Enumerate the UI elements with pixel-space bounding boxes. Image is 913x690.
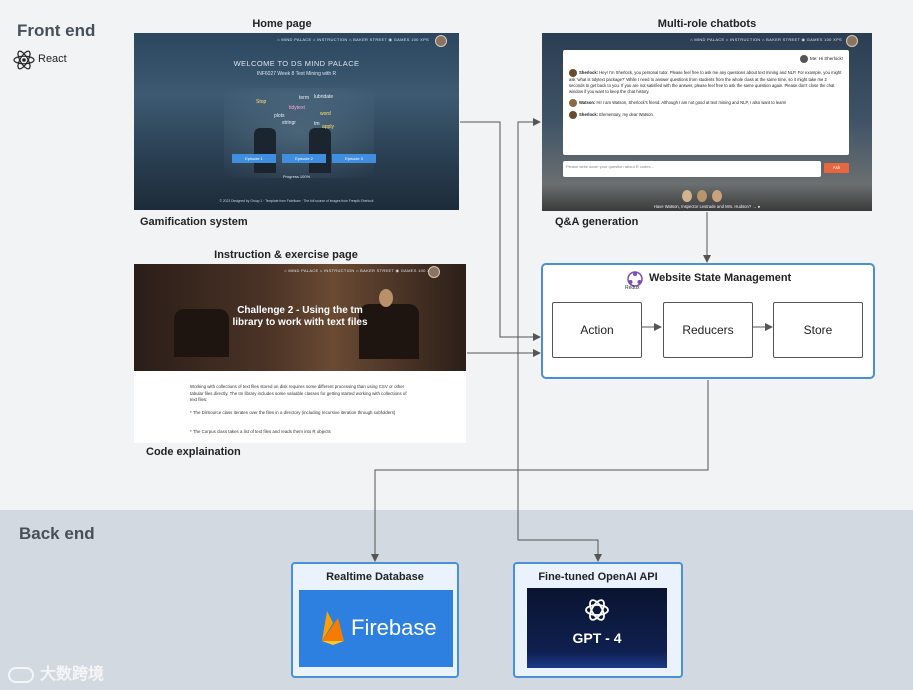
- instruction-paragraph: Working with collections of text files s…: [190, 384, 407, 403]
- word-cloud-item: tm: [314, 121, 320, 127]
- react-label: React: [38, 53, 67, 65]
- front-end-title: Front end: [17, 21, 96, 40]
- chat-question-input[interactable]: Please write down your question about R …: [563, 161, 821, 177]
- reducers-node: Reducers: [663, 302, 753, 358]
- openai-icon: [583, 596, 611, 624]
- character-portrait: [697, 190, 707, 202]
- home-page-screenshot: ⌂ MIND PALACE ⌂ INSTRUCTION ⌂ BAKER STRE…: [134, 33, 459, 210]
- arrow-icon: [517, 118, 599, 561]
- firebase-icon: [320, 609, 346, 645]
- word-cloud-item: tidytext: [289, 105, 305, 111]
- qa-generation-label: Q&A generation: [555, 216, 639, 228]
- back-end-title: Back end: [19, 524, 95, 543]
- home-welcome: WELCOME TO DS MIND PALACE: [233, 59, 360, 68]
- arrow-icon: [460, 121, 541, 341]
- openai-api-title: Fine-tuned OpenAI API: [538, 571, 658, 583]
- state-management-panel: Redux Website State Management Action Re…: [541, 263, 875, 379]
- character-portrait: [682, 190, 692, 202]
- watermark-logo-icon: [8, 666, 34, 683]
- episode-1-button[interactable]: Episode 1: [232, 154, 276, 163]
- watermark: 大数跨境: [8, 660, 104, 684]
- challenge-title: Challenge 2 - Using the tm library to wo…: [232, 305, 368, 328]
- word-cloud-item: stringr: [282, 120, 296, 126]
- sherlock-avatar: [569, 111, 577, 119]
- ask-button[interactable]: Ask: [824, 163, 849, 173]
- instruction-bullet: * The DirSource class iterates over the …: [190, 410, 396, 415]
- gamification-label: Gamification system: [140, 216, 248, 228]
- home-page-caption: Home page: [252, 18, 312, 30]
- firebase-logo: Firebase: [299, 590, 453, 667]
- chat-window[interactable]: Me: Hi Sherlock! Sherlock: Hey! I'm Sher…: [563, 50, 849, 155]
- realtime-database-box: Realtime Database Firebase: [291, 562, 459, 678]
- instruction-page-caption: Instruction & exercise page: [214, 249, 358, 261]
- instruction-avatar[interactable]: [428, 266, 440, 278]
- home-footer: © 2023 Designed by Group 1 · Template fr…: [219, 199, 374, 203]
- home-subtitle: INF6027 Week 8 Text Mining with R: [256, 71, 337, 77]
- instruction-bullet: * The Corpus class takes a list of text …: [190, 429, 331, 434]
- gpt4-logo: GPT - 4: [527, 588, 667, 668]
- redux-icon: [625, 269, 645, 289]
- chat-me-message: Me: Hi Sherlock!: [569, 55, 843, 63]
- word-cloud-item: word: [320, 111, 331, 117]
- me-avatar: [799, 55, 808, 63]
- word-cloud-item: plots: [274, 113, 285, 119]
- chat-watson-message: Watson: Hi! I am Watson, Sherlock's frie…: [569, 99, 843, 107]
- sherlock-avatar: [569, 69, 577, 77]
- word-cloud-item: term: [299, 95, 309, 101]
- redux-label: Redux: [625, 285, 640, 291]
- code-explanation-label: Code explaination: [146, 446, 241, 458]
- home-avatar[interactable]: [435, 35, 447, 47]
- gpt4-wordmark: GPT - 4: [572, 630, 622, 646]
- instruction-hero: [134, 264, 466, 371]
- instruction-page-screenshot: ⌂ MIND PALACE ⌂ INSTRUCTION ⌂ BAKER STRE…: [134, 264, 466, 443]
- firebase-wordmark: Firebase: [351, 615, 437, 640]
- episode-2-button[interactable]: Episode 2: [282, 154, 326, 163]
- instruction-nav[interactable]: ⌂ MIND PALACE ⌂ INSTRUCTION ⌂ BAKER STRE…: [284, 268, 436, 273]
- chatbots-screenshot: ⌂ MIND PALACE ⌂ INSTRUCTION ⌂ BAKER STRE…: [542, 33, 872, 211]
- react-icon: [13, 50, 37, 70]
- character-portrait: [712, 190, 722, 202]
- word-cloud-item: apply: [322, 124, 334, 130]
- episode-3-button[interactable]: Episode 3: [332, 154, 376, 163]
- chat-sherlock-reply: Sherlock: Elementary, my dear Watson.: [569, 111, 843, 119]
- chat-footer: Have Watson, Inspector Lestrade and Mrs.…: [653, 204, 761, 209]
- watson-avatar: [569, 99, 577, 107]
- chat-sherlock-message: Sherlock: Hey! I'm Sherlock, you persona…: [569, 69, 842, 94]
- chat-nav[interactable]: ⌂ MIND PALACE ⌂ INSTRUCTION ⌂ BAKER STRE…: [690, 37, 842, 42]
- arrow-icon: [371, 380, 709, 562]
- action-node: Action: [552, 302, 642, 358]
- word-cloud-item: lubridate: [314, 94, 334, 100]
- store-node: Store: [773, 302, 863, 358]
- home-progress: Progress 100%: [282, 174, 311, 179]
- state-management-title: Website State Management: [649, 272, 792, 284]
- chatbots-caption: Multi-role chatbots: [657, 18, 757, 30]
- openai-api-box: Fine-tuned OpenAI API GPT - 4: [513, 562, 683, 678]
- home-nav[interactable]: ⌂ MIND PALACE ⌂ INSTRUCTION ⌂ BAKER STRE…: [277, 37, 429, 42]
- chat-avatar[interactable]: [846, 35, 858, 47]
- realtime-database-title: Realtime Database: [326, 571, 424, 583]
- word-cloud-item: Stop: [256, 99, 267, 105]
